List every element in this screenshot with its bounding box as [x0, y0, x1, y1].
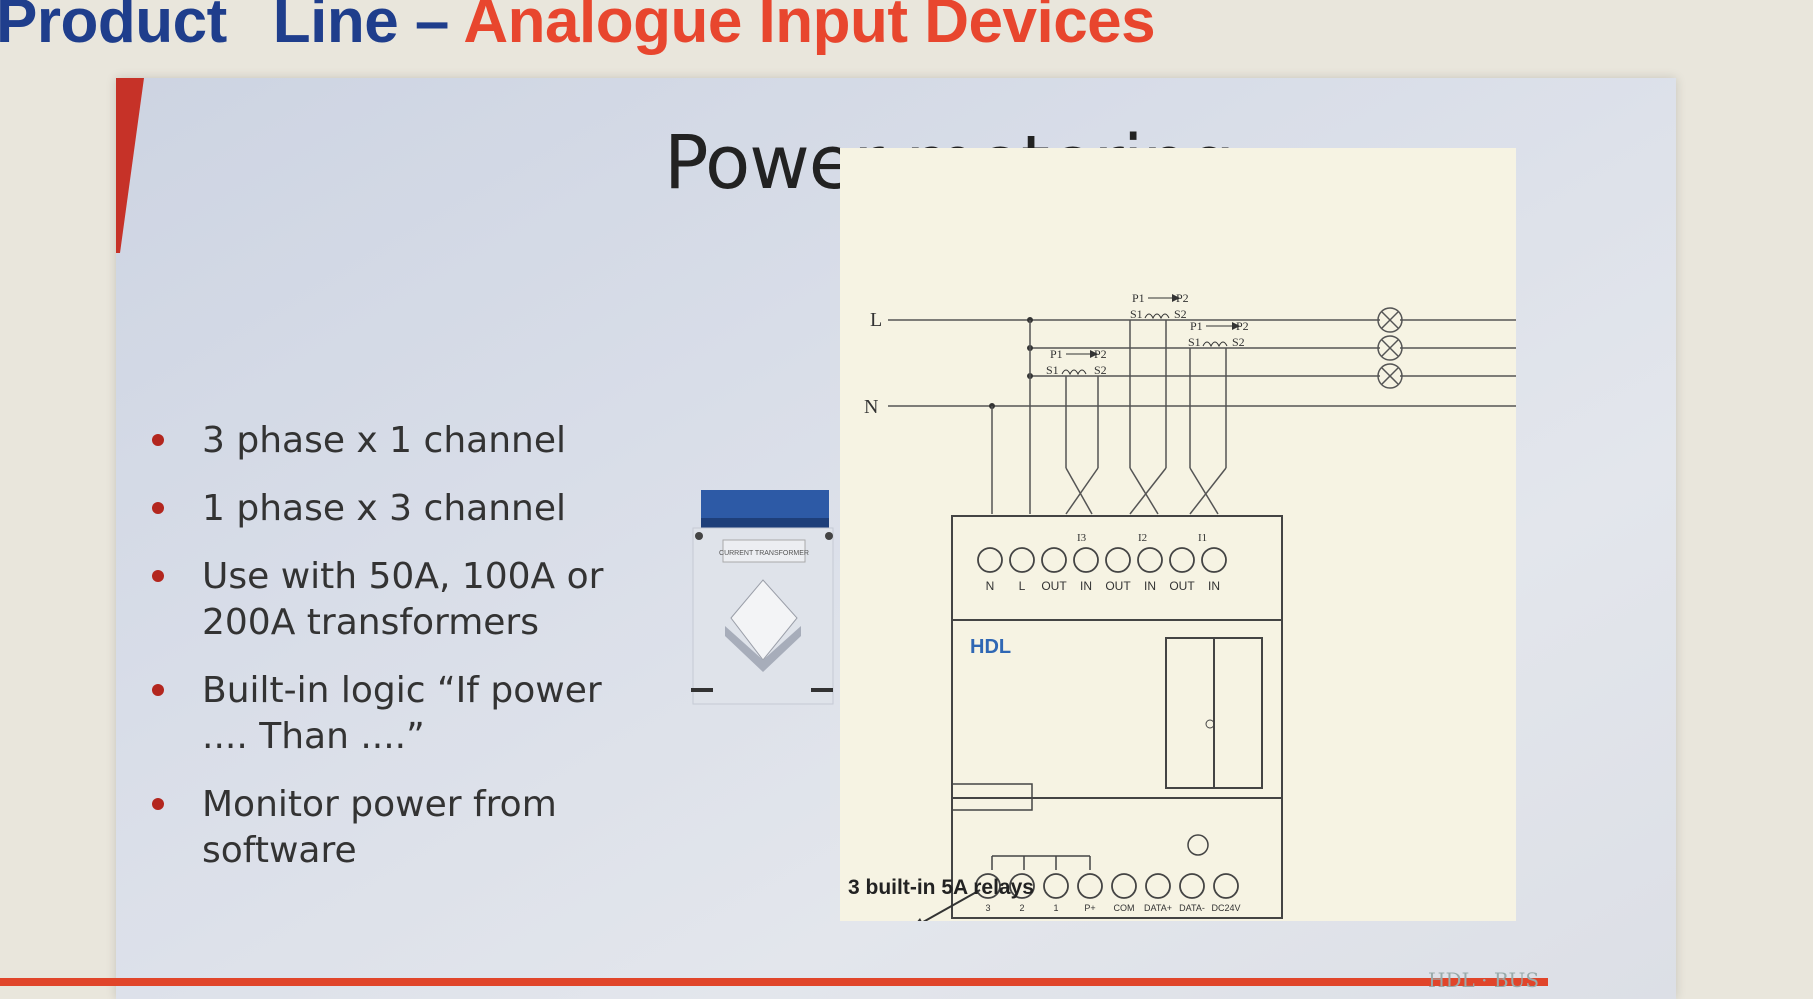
bullet-dot-icon — [152, 684, 164, 696]
terminal-label: OUT — [1105, 579, 1131, 593]
lamp-icon — [1377, 307, 1403, 333]
bullet-dot-icon — [152, 570, 164, 582]
ct-coil-2: P1 P2 S1 S2 — [1188, 319, 1249, 349]
power-meter-device — [951, 515, 1283, 919]
header-title-category: Analogue Input Devices — [463, 0, 1156, 56]
terminal-label: IN — [1208, 579, 1220, 593]
line-label-n: N — [864, 396, 878, 418]
terminal-label: DATA+ — [1144, 903, 1172, 913]
svg-text:P2: P2 — [1176, 291, 1189, 305]
header-title: Product Line – Analogue Input Devices — [0, 0, 1156, 57]
wiring-diagram: L N P1 P2 S1 S2 — [864, 291, 1581, 930]
current-transformer-image: CURRENT TRANSFORMER — [691, 490, 834, 705]
line-label-l: L — [870, 309, 882, 331]
terminal-label: L — [1019, 579, 1026, 593]
bullet-text: Built-in logic “If power — [202, 670, 602, 711]
terminal-label: 2 — [1019, 903, 1024, 913]
lamp-icon — [1377, 335, 1403, 361]
terminal-label: OUT — [1041, 579, 1067, 593]
channel-label: I2 — [1138, 532, 1147, 544]
terminal-label: DC24V — [1211, 903, 1240, 913]
terminal-label: P+ — [1084, 903, 1095, 913]
bullet-dot-icon — [152, 798, 164, 810]
bullet-dot-icon — [152, 502, 164, 514]
terminal-label: DATA- — [1179, 903, 1205, 913]
terminal-label: 3 — [985, 903, 990, 913]
channel-label: I3 — [1077, 532, 1087, 544]
svg-text:S1: S1 — [1046, 363, 1059, 377]
svg-text:S2: S2 — [1094, 363, 1107, 377]
ct-coil-3: P1 P2 S1 S2 — [1130, 291, 1189, 321]
bullet-item: 1 phase x 3 channel — [142, 486, 702, 532]
bullet-item: Use with 50A, 100A or 200A transformers — [142, 554, 702, 646]
bullet-text-cont: software — [202, 830, 357, 871]
svg-text:P1: P1 — [1050, 347, 1063, 361]
terminal-label: IN — [1080, 579, 1092, 593]
terminal-label: IN — [1144, 579, 1156, 593]
ct-label-text: CURRENT TRANSFORMER — [719, 550, 809, 557]
bullet-list: 3 phase x 1 channel 1 phase x 3 channel … — [142, 418, 702, 896]
slide-red-accent — [116, 78, 144, 253]
bullet-dot-icon — [152, 434, 164, 446]
bullet-text: 1 phase x 3 channel — [202, 488, 566, 529]
svg-text:S1: S1 — [1130, 307, 1143, 321]
device-brand-logo: HDL — [970, 636, 1011, 658]
bullet-text: Monitor power from — [202, 784, 557, 825]
lamp-icon — [1377, 363, 1403, 389]
svg-text:P2: P2 — [1094, 347, 1107, 361]
svg-text:S1: S1 — [1188, 335, 1201, 349]
bullet-item: 3 phase x 1 channel — [142, 418, 702, 464]
bullet-text-cont: 200A transformers — [202, 602, 539, 643]
svg-text:P1: P1 — [1132, 291, 1145, 305]
bullet-text: Use with 50A, 100A or — [202, 556, 604, 597]
channel-label: I1 — [1198, 532, 1207, 544]
footer-logo: HDL · BUS — [1428, 968, 1540, 992]
svg-text:S2: S2 — [1174, 307, 1187, 321]
header-title-product: Product — [0, 0, 227, 56]
bullet-text-cont: .... Than ....” — [202, 716, 425, 757]
bullet-text: 3 phase x 1 channel — [202, 420, 566, 461]
header-title-line: Line – — [272, 0, 450, 56]
svg-text:S2: S2 — [1232, 335, 1245, 349]
wiring-diagram-panel: L N P1 P2 S1 S2 — [840, 148, 1581, 930]
terminal-label: COM — [1114, 903, 1135, 913]
terminal-label: N — [986, 579, 995, 593]
terminal-label: OUT — [1169, 579, 1195, 593]
relay-caption: 3 built-in 5A relays — [848, 876, 1034, 899]
ct-coil-1: P1 P2 S1 S2 — [1046, 347, 1107, 377]
footer-red-line — [0, 978, 1548, 986]
bullet-item: Monitor power from software — [142, 782, 702, 874]
bullet-item: Built-in logic “If power .... Than ....” — [142, 668, 702, 760]
caption-arrow — [915, 889, 981, 927]
terminal-label: 1 — [1053, 903, 1058, 913]
svg-text:P1: P1 — [1190, 319, 1203, 333]
svg-text:P2: P2 — [1236, 319, 1249, 333]
